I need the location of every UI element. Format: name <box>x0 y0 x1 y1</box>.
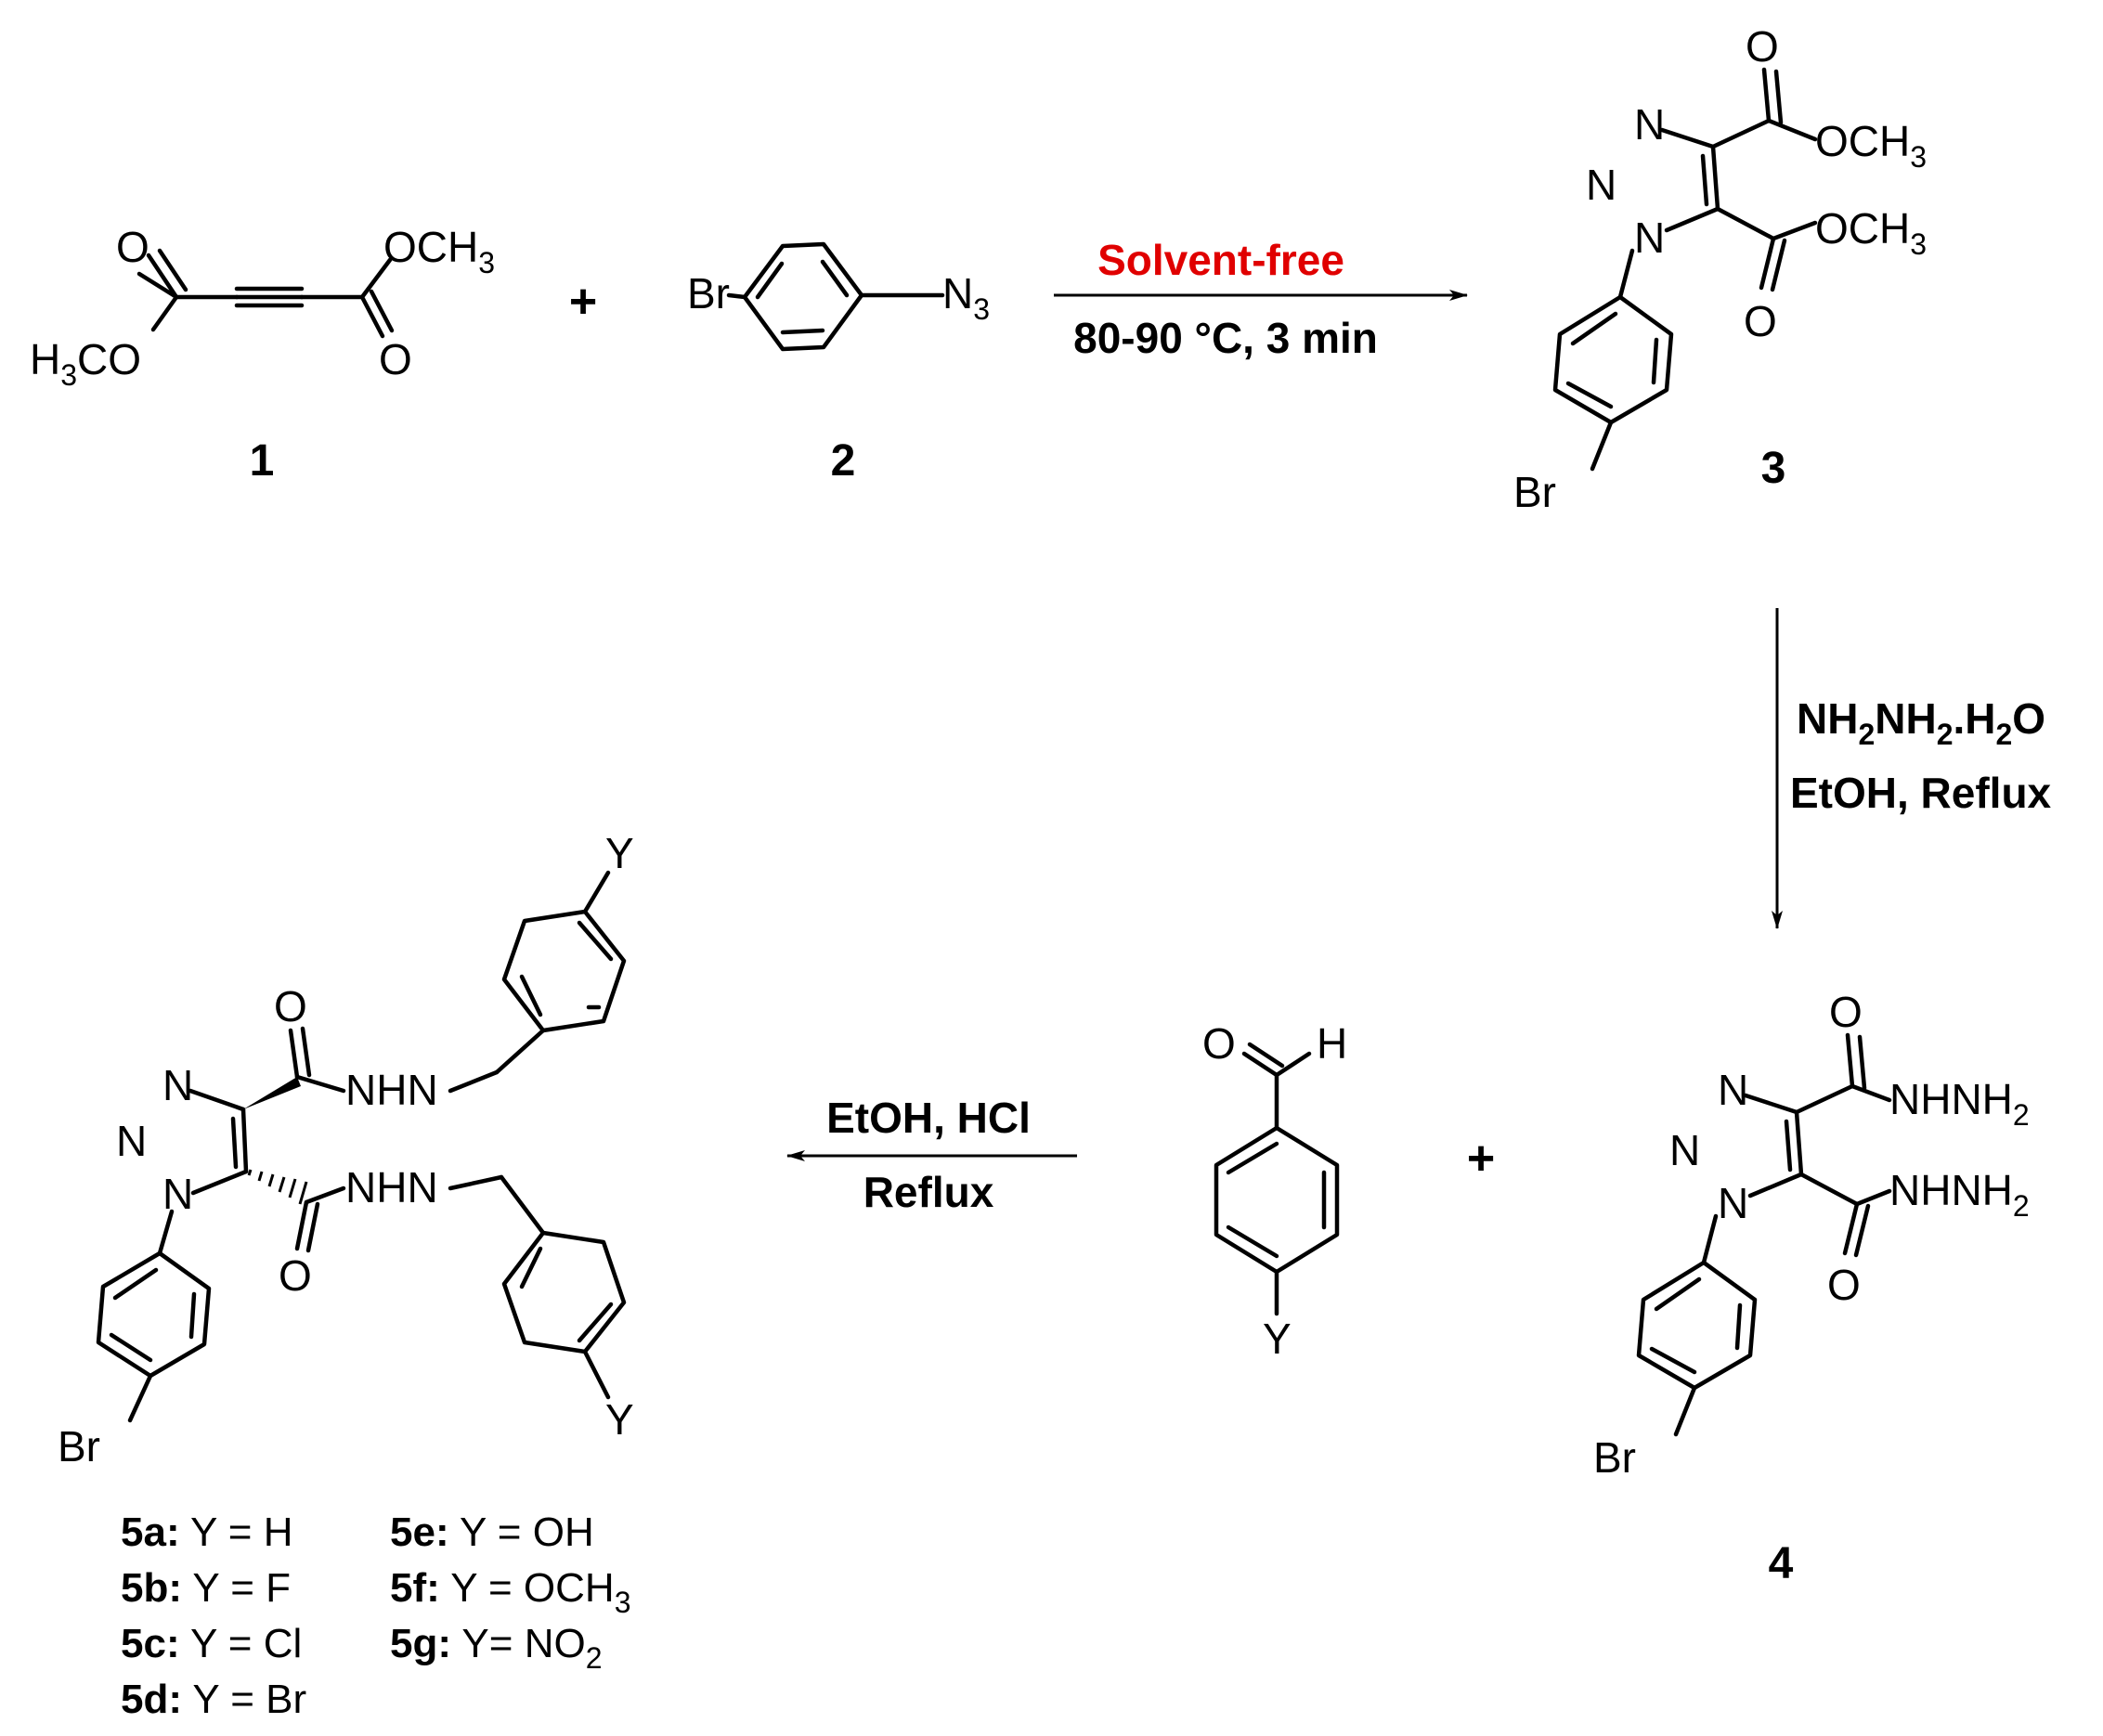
c3-methoxy-top: OCH3 <box>1815 117 1927 174</box>
compound-2-ring <box>726 241 945 352</box>
wedge-bond-top <box>243 1077 301 1109</box>
c1-oxygen-top: O <box>116 223 149 271</box>
c5-carbonyl-oxygen-top: O <box>274 982 307 1030</box>
compound-1-label: 1 <box>250 436 275 486</box>
compound-3-label: 3 <box>1761 444 1786 493</box>
condition-hydrazine-hydrate: NH2NH2.H2O <box>1797 694 2045 751</box>
compound-3-bonds <box>1552 67 1818 472</box>
c4-nitrogen-n3: N <box>1718 1066 1748 1114</box>
c4-hydrazide-top: NHNH2 <box>1889 1075 2030 1132</box>
key-entry-5a: 5a: Y = H <box>121 1509 293 1555</box>
c5-bromine: Br <box>58 1422 100 1470</box>
plus-sign-1: + <box>569 275 597 329</box>
c4-carbonyl-oxygen-top: O <box>1829 988 1863 1036</box>
compound-2-label: 2 <box>831 436 856 486</box>
c5-nitrogen-n3: N <box>162 1061 193 1109</box>
reaction-arrow-step-3: EtOH, HCl Reflux <box>786 1094 1077 1216</box>
c5-hydrazone-top: NHN <box>345 1066 438 1114</box>
c4-bromine: Br <box>1593 1433 1636 1482</box>
reaction-arrow-step-1: Solvent-free 80-90 °C, 3 min <box>1054 236 1468 362</box>
key-entry-5e: 5e: Y = OH <box>390 1509 594 1555</box>
c2-azide: N3 <box>942 269 990 326</box>
aldehyde-hydrogen: H <box>1317 1019 1347 1068</box>
key-entry-5f: 5f: Y = OCH3 <box>390 1565 630 1619</box>
aldehyde-bonds <box>1214 1042 1340 1316</box>
compound-5-bis-hydrazone: N N N O NHN NHN O Y Y Br <box>58 829 634 1470</box>
c4-nitrogen-n2: N <box>1669 1126 1700 1174</box>
key-entry-5c: 5c: Y = Cl <box>121 1621 302 1666</box>
c2-bromine: Br <box>687 269 730 317</box>
c5-nitrogen-n2: N <box>116 1117 147 1165</box>
condition-ethanol-hcl: EtOH, HCl <box>826 1094 1031 1142</box>
c4-nitrogen-n1: N <box>1718 1179 1748 1227</box>
c3-methoxy-bottom: OCH3 <box>1815 204 1927 261</box>
c4-hydrazide-bottom: NHNH2 <box>1889 1166 2030 1223</box>
c5-hydrazone-bottom: NHN <box>345 1163 438 1211</box>
c1-methoxy-top: OCH3 <box>383 223 495 279</box>
reaction-arrow-step-2: NH2NH2.H2O EtOH, Reflux <box>1772 608 2052 929</box>
compound-5-bonds <box>96 870 627 1423</box>
compound-1-bonds <box>136 248 395 339</box>
c5-y-substituent-top: Y <box>605 829 634 877</box>
c5-y-substituent-bottom: Y <box>605 1395 634 1444</box>
c3-nitrogen-n3: N <box>1634 100 1665 149</box>
compound-1-dimethyl-acetylenedicarboxylate: O OCH3 H3CO O 1 <box>30 223 495 486</box>
c4-carbonyl-oxygen-bottom: O <box>1827 1261 1861 1309</box>
condition-reflux: Reflux <box>863 1168 994 1216</box>
c3-carbonyl-oxygen-top: O <box>1746 22 1779 71</box>
compound-substituted-benzaldehyde: O H Y <box>1202 1019 1347 1363</box>
c3-nitrogen-n2: N <box>1586 161 1616 209</box>
c3-nitrogen-n1: N <box>1634 214 1665 262</box>
c3-carbonyl-oxygen-bottom: O <box>1744 297 1777 345</box>
compound-4-bonds <box>1636 1032 1892 1437</box>
c5-nitrogen-n1: N <box>162 1170 193 1218</box>
plus-sign-2: + <box>1467 1132 1495 1185</box>
c1-methoxy-bottom: H3CO <box>30 335 141 392</box>
c1-oxygen-bottom: O <box>379 335 412 383</box>
compound-3-triazole-diester: N N N O OCH3 OCH3 O Br 3 <box>1513 22 1927 516</box>
condition-solvent-free: Solvent-free <box>1097 236 1344 284</box>
key-entry-5g: 5g: Y= NO2 <box>390 1621 603 1675</box>
aldehyde-y-substituent: Y <box>1263 1315 1292 1363</box>
c3-bromine: Br <box>1513 468 1556 516</box>
key-entry-5d: 5d: Y = Br <box>121 1677 306 1722</box>
condition-ethanol-reflux: EtOH, Reflux <box>1790 769 2052 817</box>
c5-carbonyl-oxygen-bottom: O <box>279 1251 312 1300</box>
substituent-key: 5a: Y = H 5b: Y = F 5c: Y = Cl 5d: Y = B… <box>121 1509 630 1722</box>
compound-2-4-bromophenyl-azide: Br N3 2 <box>687 241 990 486</box>
hashed-bond-bottom <box>247 1169 308 1205</box>
compound-4-label: 4 <box>1769 1539 1794 1588</box>
key-entry-5b: 5b: Y = F <box>121 1565 291 1611</box>
condition-temperature-time: 80-90 °C, 3 min <box>1073 314 1378 362</box>
aldehyde-oxygen: O <box>1202 1019 1236 1068</box>
compound-4-triazole-dihydrazide: N N N O NHNH2 NHNH2 O Br 4 <box>1593 988 2030 1588</box>
